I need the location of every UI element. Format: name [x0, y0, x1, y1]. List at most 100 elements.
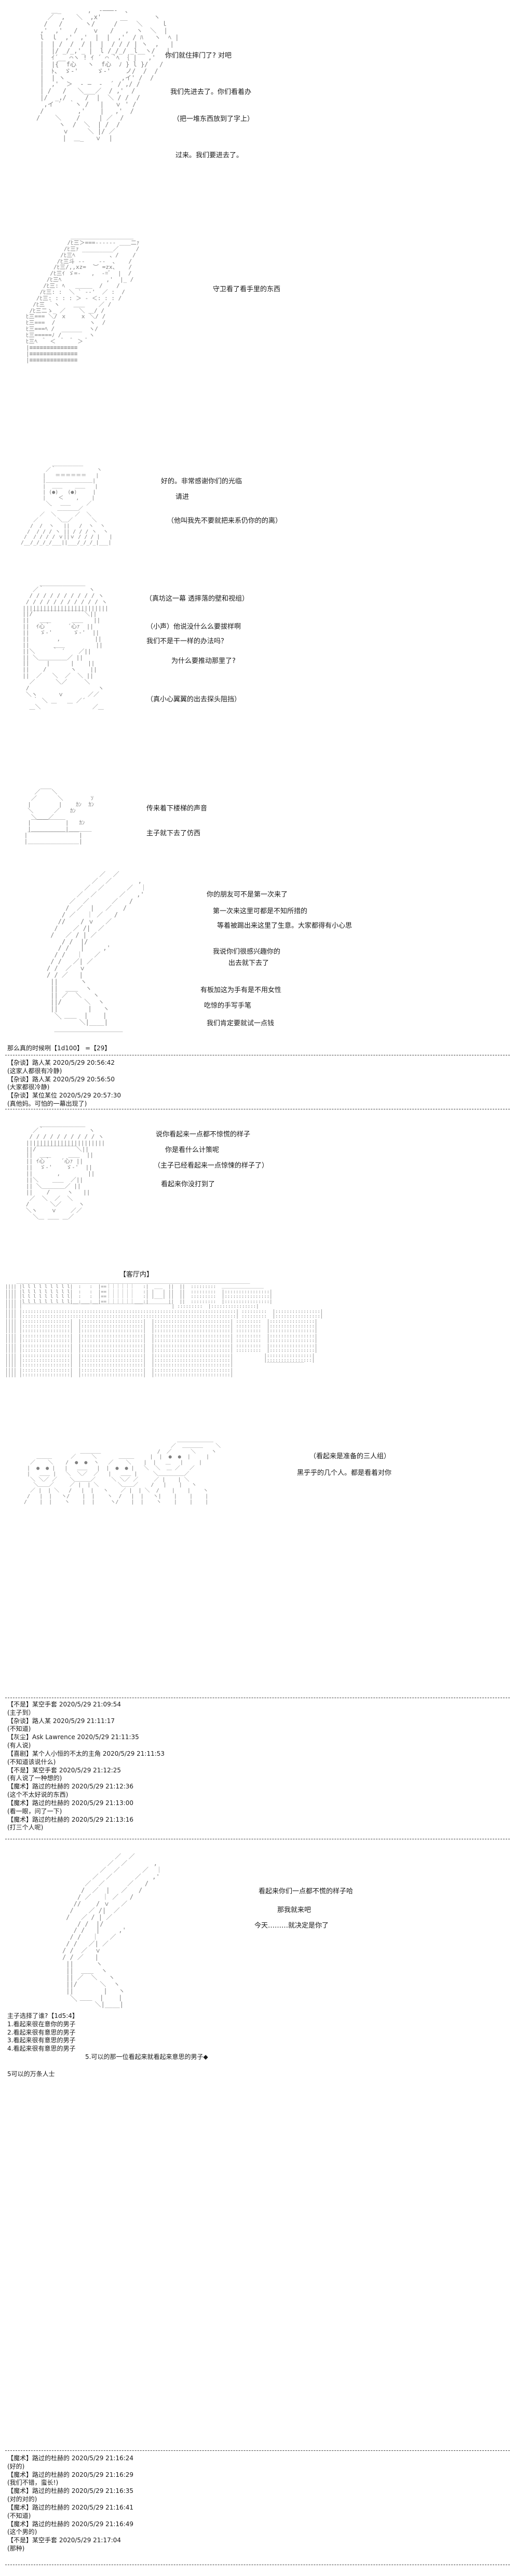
dialogue-line: 过来。我们要进去了。 [175, 152, 243, 159]
ascii-art-figure: ＿＿＿＿＿＿＿＿ ／｀ ヽ / / / / / / / / / / ヽ / / … [22, 580, 109, 710]
log-line: 【魔术】路过的杜赫的 2020/5/29 21:16:35 [7, 2487, 134, 2495]
dialogue-line: 你是看什么计策呢 [165, 1146, 220, 1154]
log-line: 【不是】某空手套 2020/5/29 21:12:25 [7, 1766, 121, 1774]
scene-8-panel: 【客厅内】 ＿＿＿＿＿＿＿＿＿＿＿＿＿＿＿＿＿＿＿＿＿＿＿＿＿＿＿＿＿＿＿＿＿＿… [0, 1251, 515, 1417]
location-label: 【客厅内】 [119, 1271, 154, 1279]
ascii-art-figure: ／ ／ ／ ／ , ／ ／ ／ ｜ ／ ／ ／ ,' ／ ／ ／ / / ／ |… [62, 1853, 162, 2008]
ascii-art-guard: ＿＿＿＿＿＿ ／｀ ヽ | ＝＝＝＝＝＝ | |＿＿＿＿＿＿＿＿＿| | ＿＿ … [21, 462, 113, 546]
dialogue-line: （真坊这一幕 透摔落的壁和视组） [145, 595, 249, 603]
scene-4-panel: ＿＿＿＿＿＿＿＿ ／｀ ヽ / / / / / / / / / / ヽ / / … [0, 575, 515, 778]
log-line: (我们不错，蛮长!) [7, 2479, 59, 2487]
scene-9-panel: ＿＿＿＿＿＿＿ ／ ＿＿＿＿ ＼ ＿＿＿＿ / ／ ＼ ヽ ＿＿＿ ／ ＼ ＿＿… [0, 1433, 515, 1552]
dialogue-line: 我们先进去了。你们看着办 [170, 88, 252, 96]
ascii-art-group: ＿＿＿＿＿＿＿ ／ ＿＿＿＿ ＼ ＿＿＿＿ / ／ ＼ ヽ ＿＿＿ ／ ＼ ＿＿… [24, 1438, 221, 1505]
log-line: (真他妈。可怕的一幕出现了) [7, 1100, 87, 1108]
log-line: 【灰尘】Ask Lawrence 2020/5/29 21:11:35 [7, 1733, 139, 1741]
choice-line: 主子选择了谁?【1d5:4】 [7, 2012, 78, 2019]
log-line: (那种) [7, 2545, 25, 2553]
dialogue-line: （小声）他说没什么么要拔样啊 [146, 623, 241, 631]
choice-line: 1.看起来很在意你的男子 [7, 2020, 76, 2028]
log-line: (有人说了一种想的) [7, 1774, 62, 1782]
dialogue-line: 等着被踢出来这里了生意。大家都得有小心思 [217, 922, 353, 930]
log-line: 【杂谈】路人某 2020/5/29 21:11:17 [7, 1717, 115, 1725]
log-line: (主子到） [7, 1709, 35, 1716]
ascii-art-figure: ＿＿＿＿＿＿＿＿ ／｀ ヽ / / / / / / / / / / ヽ ||||… [25, 1121, 105, 1221]
log-line: 【喜剧】某个人小恒的不太的主角 2020/5/29 21:11:53 [7, 1750, 165, 1757]
dialogue-line: （看起来是准备的三人组） [309, 1453, 391, 1460]
dialogue-line: 为什么要推动那里了? [171, 657, 236, 665]
log-line: 【魔术】路过的杜赫的 2020/5/29 21:16:24 [7, 2455, 134, 2462]
log-line: (这个不太好说的东西) [7, 1791, 69, 1799]
dialogue-line: 今天………就决定是你了 [254, 1922, 329, 1930]
ascii-art-room: ＿＿＿＿＿＿＿＿＿＿＿＿＿＿＿＿＿＿＿＿＿＿＿＿＿＿＿＿＿＿＿＿＿＿＿＿＿＿＿＿… [5, 1280, 323, 1378]
scene-10-panel: ／ ／ ／ ／ , ／ ／ ／ ｜ ／ ／ ／ ,' ／ ／ ／ / / ／ |… [0, 1848, 515, 2097]
scene-2-panel: ＿＿＿＿＿＿＿＿＿＿＿ /ﾋ三＞===‐‐‐‐‐‐ ＿＿二ｧ /ﾋ三ｧ ____… [0, 197, 515, 436]
log-line: 【杂谈】路人某 2020/5/29 20:56:42 [7, 1059, 115, 1066]
dialogue-line: 说你看起来一点都不惊慌的样子 [156, 1131, 251, 1138]
ascii-art-figure: ＿_ , -―――- 、 ／ , ＼ ,x' __ ヽ / / ヽ/ / ＼ ｌ… [36, 7, 179, 142]
scene-3-panel: ＿＿＿＿＿＿ ／｀ ヽ | ＝＝＝＝＝＝ | |＿＿＿＿＿＿＿＿＿| | ＿＿ … [0, 457, 515, 566]
caption: 5可以的万条人士 [7, 2070, 55, 2078]
log-line: 【魔术】路过的杜赫的 2020/5/29 21:16:41 [7, 2503, 134, 2511]
caption-roll: 那么真的时候咧【1d100】 =【29】 [7, 1045, 111, 1052]
dialogue-line: 黑乎乎的几个人。都是看着对你 [297, 1469, 392, 1477]
log-line: 【魔术】路过的杜赫的 2020/5/29 21:16:29 [7, 2471, 134, 2478]
log-line: 【魔术】路过的杜赫的 2020/5/29 21:13:00 [7, 1799, 134, 1807]
dialogue-line: （主子已经看起来一点惊悚的样子了） [154, 1162, 269, 1170]
log-line: 【杂谈】某位某位 2020/5/29 20:57:30 [7, 1092, 121, 1100]
divider [5, 2450, 510, 2451]
dialogue-line: 传来着下楼梯的声音 [146, 805, 208, 812]
dialogue-line: （把一堆东西放到了字上） [173, 115, 254, 123]
dialogue-line: 你们就住摔门了? 对吧 [165, 52, 232, 60]
log-line: 【杂谈】路人某 2020/5/29 20:56:50 [7, 1075, 115, 1083]
ascii-art-figure: ／ ／ ／ ／ , ／ ／ ／ ｜ ／ ／ ／ ,' ／ ／ ／ / / ／ |… [47, 871, 147, 1033]
choice-line: 2.看起来很有意思的男子 [7, 2028, 76, 2036]
log-line: (对的对的) [7, 2496, 37, 2503]
ascii-art-box: ＿＿＿＿＿＿＿＿＿＿＿ /ﾋ三＞===‐‐‐‐‐‐ ＿＿二ｧ /ﾋ三ｧ ____… [26, 233, 140, 363]
choice-line: 3.看起来很有意思的男子 [7, 2037, 76, 2044]
choice-line: 5.可以的那一位看起来就看起来意思的男子◆ [85, 2053, 208, 2061]
dialogue-line: 守卫看了看手里的东西 [213, 286, 281, 293]
log-line: (这家人都很有冷静) [7, 1067, 62, 1075]
scene-1-panel: ＿_ , -―――- 、 ／ , ＼ ,x' __ ヽ / / ヽ/ / ＼ ｌ… [0, 0, 515, 192]
choice-list: 主子选择了谁?【1d5:4】 1.看起来很在意你的男子 2.看起来很有意思的男子… [7, 2012, 506, 2062]
scene-7-panel: ＿＿＿＿＿＿＿＿ ／｀ ヽ / / / / / / / / / / ヽ ||||… [0, 1116, 515, 1251]
dialogue-line: 我说你们很感兴趣你的 [213, 948, 281, 956]
comment-log-2: 【不是】某空手套 2020/5/29 21:09:54 (主子到） 【杂谈】路人… [7, 1701, 506, 1832]
dialogue-line: 主子就下去了仿西 [146, 830, 201, 837]
log-line: 【魔术】路过的杜赫的 2020/5/29 21:16:49 [7, 2520, 134, 2528]
dialogue-line: 第一次来这里可都是不知所措的 [213, 907, 308, 915]
log-line: 【不是】某空手套 2020/5/29 21:09:54 [7, 1701, 121, 1708]
dialogue-line: 你的朋友可不是第一次来了 [207, 891, 288, 899]
log-line: (看一眼，问了一下) [7, 1807, 62, 1815]
dialogue-line: 我们肯定要就试一点钱 [207, 1020, 275, 1027]
dialogue-line: （真小心翼翼的出去探头阻挡） [146, 696, 241, 703]
scene-6-panel: ／ ／ ／ ／ , ／ ／ ／ ｜ ／ ／ ／ ,' ／ ／ ／ / / ／ |… [0, 866, 515, 1141]
scene-5-panel: ／￣￣＼ ／ ＼ ｿ | | ｶﾝ ｶﾝ ＼ ／ ｶﾝ ＼＿＿／ |￣￣￣￣￣￣… [0, 784, 515, 857]
log-line: (不知道) [7, 1725, 31, 1733]
log-line: (不知道) [7, 2512, 31, 2519]
dialogue-line: 请进 [175, 493, 189, 501]
dialogue-line: 那我就来吧 [277, 1906, 311, 1914]
comment-log-1: 【杂谈】路人某 2020/5/29 20:56:42 (这家人都很有冷静) 【杂… [7, 1059, 506, 1108]
dialogue-line: 看起来你没打到了 [161, 1181, 215, 1188]
log-line: (这个男的) [7, 2528, 37, 2536]
log-line: 【魔术】路过的杜赫的 2020/5/29 21:12:36 [7, 1783, 134, 1791]
log-line: 【不是】某空手套 2020/5/29 21:17:04 [7, 2537, 121, 2544]
dialogue-line: （他叫我先不要就把来系仍你的的离） [167, 517, 282, 525]
log-line: (好的) [7, 2462, 25, 2470]
log-line: (不知道该说什么) [7, 1758, 56, 1766]
dialogue-line: 吃惊的手写手笔 [204, 1002, 252, 1010]
dialogue-line: 我们不是干一样的办法吗？ [146, 638, 228, 645]
choice-line: 4.看起来很有意思的男子 [7, 2045, 76, 2053]
log-line: (有人说) [7, 1742, 31, 1750]
log-line: (打三个人呢) [7, 1824, 44, 1832]
dialogue-line: 出去就下去了 [228, 959, 269, 967]
ascii-art-stairs: ／￣￣＼ ／ ＼ ｿ | | ｶﾝ ｶﾝ ＼ ／ ｶﾝ ＼＿＿／ |￣￣￣￣￣￣… [24, 789, 94, 845]
log-line: (大家都很冷静) [7, 1083, 50, 1091]
dialogue-line: 有板加这为手有是不用女性 [200, 986, 282, 994]
dialogue-line: 看起来你们一点都不慌的样子哈 [259, 1888, 354, 1895]
dialogue-line: 好的。非常感谢你们的光临 [161, 478, 242, 485]
comment-log-3: 【魔术】路过的杜赫的 2020/5/29 21:16:24 (好的) 【魔术】路… [7, 2455, 506, 2553]
